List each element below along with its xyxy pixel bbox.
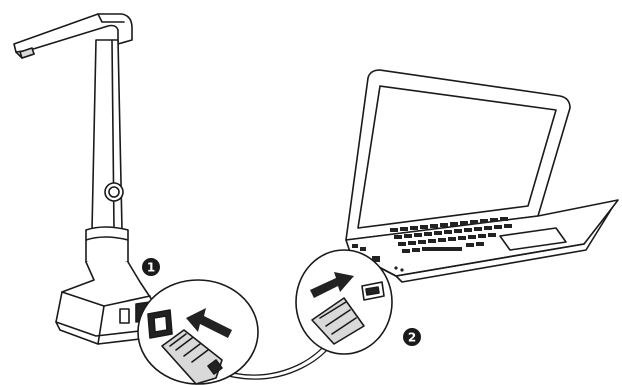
callout-camera-port <box>138 280 258 384</box>
camera-collar <box>86 227 128 265</box>
laptop-icon <box>346 70 618 282</box>
step-badge-2: 2 <box>403 328 421 346</box>
base-port-small <box>120 309 129 323</box>
callout-laptop-port <box>296 250 392 354</box>
laptop-screen <box>358 86 556 228</box>
document-camera-icon <box>14 14 152 344</box>
camera-pole <box>92 40 122 230</box>
step-badge-1: 1 <box>142 258 160 276</box>
step-badge-1-label: 1 <box>147 261 155 275</box>
step-badge-2-label: 2 <box>408 331 416 345</box>
